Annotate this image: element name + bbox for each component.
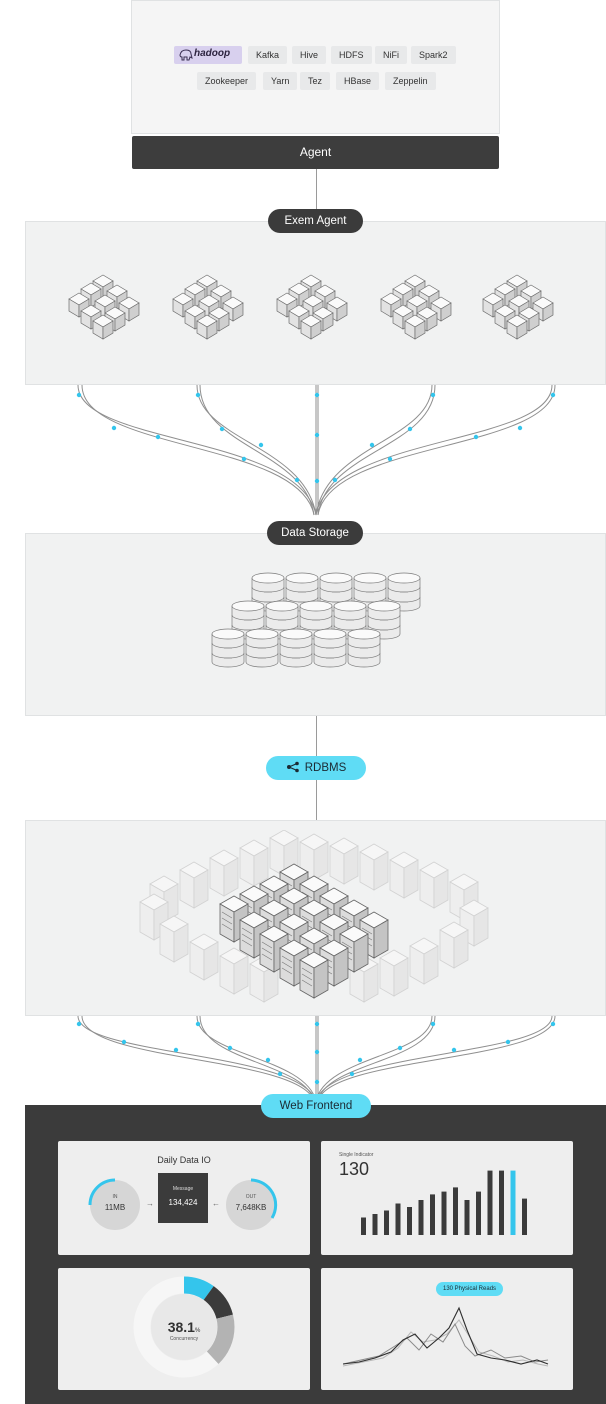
concurrency-card: 38.1% Concurrency bbox=[58, 1268, 310, 1390]
indicator-bar bbox=[464, 1200, 470, 1235]
out-gauge bbox=[226, 1178, 278, 1230]
indicator-bar bbox=[384, 1210, 389, 1235]
single-indicator-value: 130 bbox=[339, 1159, 370, 1179]
out-value: 7,648KB bbox=[235, 1203, 267, 1212]
daily-data-io-title: Daily Data IO bbox=[157, 1155, 211, 1165]
indicator-bar bbox=[499, 1170, 504, 1235]
agent-cluster-2 bbox=[173, 275, 243, 339]
database-stack bbox=[211, 572, 421, 668]
indicator-bar bbox=[441, 1191, 447, 1235]
indicator-bar-chart bbox=[361, 1170, 527, 1235]
single-indicator-label: Single Indicator bbox=[339, 1152, 374, 1158]
indicator-bar bbox=[476, 1191, 481, 1235]
data-storage-label: Data Storage bbox=[267, 521, 363, 545]
agent-bar: Agent bbox=[132, 136, 499, 169]
donut-center bbox=[151, 1294, 217, 1360]
source-tag-spark2: Spark2 bbox=[411, 46, 456, 64]
message-box: Message 134,424 bbox=[158, 1173, 208, 1223]
connector-line bbox=[316, 716, 317, 758]
concurrency-number: 38.1 bbox=[167, 1319, 195, 1335]
agent-cluster-5 bbox=[483, 275, 553, 339]
indicator-bar bbox=[453, 1187, 458, 1235]
exem-agent-label: Exem Agent bbox=[268, 209, 363, 233]
hadoop-elephant-icon bbox=[179, 49, 193, 61]
message-label: Message bbox=[172, 1186, 194, 1192]
arrow-icon: → bbox=[146, 1199, 154, 1208]
source-tag-hdfs: HDFS bbox=[331, 46, 372, 64]
indicator-bar bbox=[372, 1214, 378, 1235]
concurrency-label: Concurrency bbox=[169, 1336, 199, 1342]
indicator-bar bbox=[361, 1217, 366, 1235]
connector-line bbox=[316, 780, 317, 820]
message-value: 134,424 bbox=[168, 1198, 198, 1207]
in-label: IN bbox=[112, 1194, 118, 1200]
physical-reads-card: 130 Physical Reads bbox=[321, 1268, 573, 1390]
indicator-bar bbox=[430, 1194, 435, 1235]
agent-cluster-3 bbox=[277, 275, 347, 339]
physical-reads-badge: 130 Physical Reads bbox=[436, 1282, 504, 1296]
out-label: OUT bbox=[245, 1194, 257, 1200]
agent-cluster-4 bbox=[381, 275, 451, 339]
source-tag-nifi: NiFi bbox=[375, 46, 407, 64]
hadoop-logo: hadoop bbox=[174, 46, 242, 64]
connector-line bbox=[316, 169, 317, 209]
series-line-light bbox=[343, 1319, 549, 1367]
concurrency-donut bbox=[133, 1276, 235, 1378]
agent-to-storage-connectors bbox=[76, 385, 556, 516]
source-panel bbox=[131, 0, 500, 134]
source-tag-zeppelin: Zeppelin bbox=[385, 72, 436, 90]
in-value: 11MB bbox=[104, 1203, 126, 1212]
server-to-frontend-connectors bbox=[76, 1016, 556, 1102]
single-indicator-card: Single Indicator 130 bbox=[321, 1141, 573, 1255]
series-line-mid bbox=[343, 1322, 549, 1365]
rdbms-badge: RDBMS bbox=[266, 756, 366, 780]
indicator-bar bbox=[407, 1207, 412, 1235]
server-rack-grid bbox=[139, 830, 489, 1003]
agent-cluster-1 bbox=[69, 275, 139, 339]
indicator-bar bbox=[510, 1170, 516, 1235]
donut-segment bbox=[133, 1276, 235, 1378]
hadoop-logo-text: hadoop bbox=[194, 48, 231, 59]
concurrency-value: 38.1% bbox=[58, 1319, 310, 1337]
concurrency-unit: % bbox=[194, 1328, 201, 1334]
indicator-bar bbox=[522, 1198, 527, 1235]
indicator-bar bbox=[418, 1200, 424, 1235]
web-frontend-label: Web Frontend bbox=[261, 1094, 371, 1118]
source-tag-kafka: Kafka bbox=[248, 46, 288, 64]
source-tag-yarn: Yarn bbox=[263, 72, 298, 90]
source-tag-tez: Tez bbox=[300, 72, 331, 90]
arrow-icon: ← bbox=[212, 1199, 220, 1208]
share-icon bbox=[286, 761, 299, 773]
in-gauge bbox=[88, 1178, 140, 1230]
source-tag-hive: Hive bbox=[292, 46, 327, 64]
rdbms-label: RDBMS bbox=[304, 762, 347, 774]
daily-data-io-card: Daily Data IO IN 11MB → Message 134,424 … bbox=[58, 1141, 310, 1255]
indicator-bar bbox=[395, 1203, 401, 1235]
indicator-bar bbox=[487, 1170, 493, 1235]
source-tag-zookeeper: Zookeeper bbox=[197, 72, 257, 90]
source-tag-hbase: HBase bbox=[336, 72, 380, 90]
donut-segment bbox=[133, 1276, 235, 1378]
agent-box-clusters bbox=[25, 255, 606, 355]
series-line-dark bbox=[343, 1306, 549, 1365]
physical-reads-line-chart bbox=[343, 1306, 549, 1367]
